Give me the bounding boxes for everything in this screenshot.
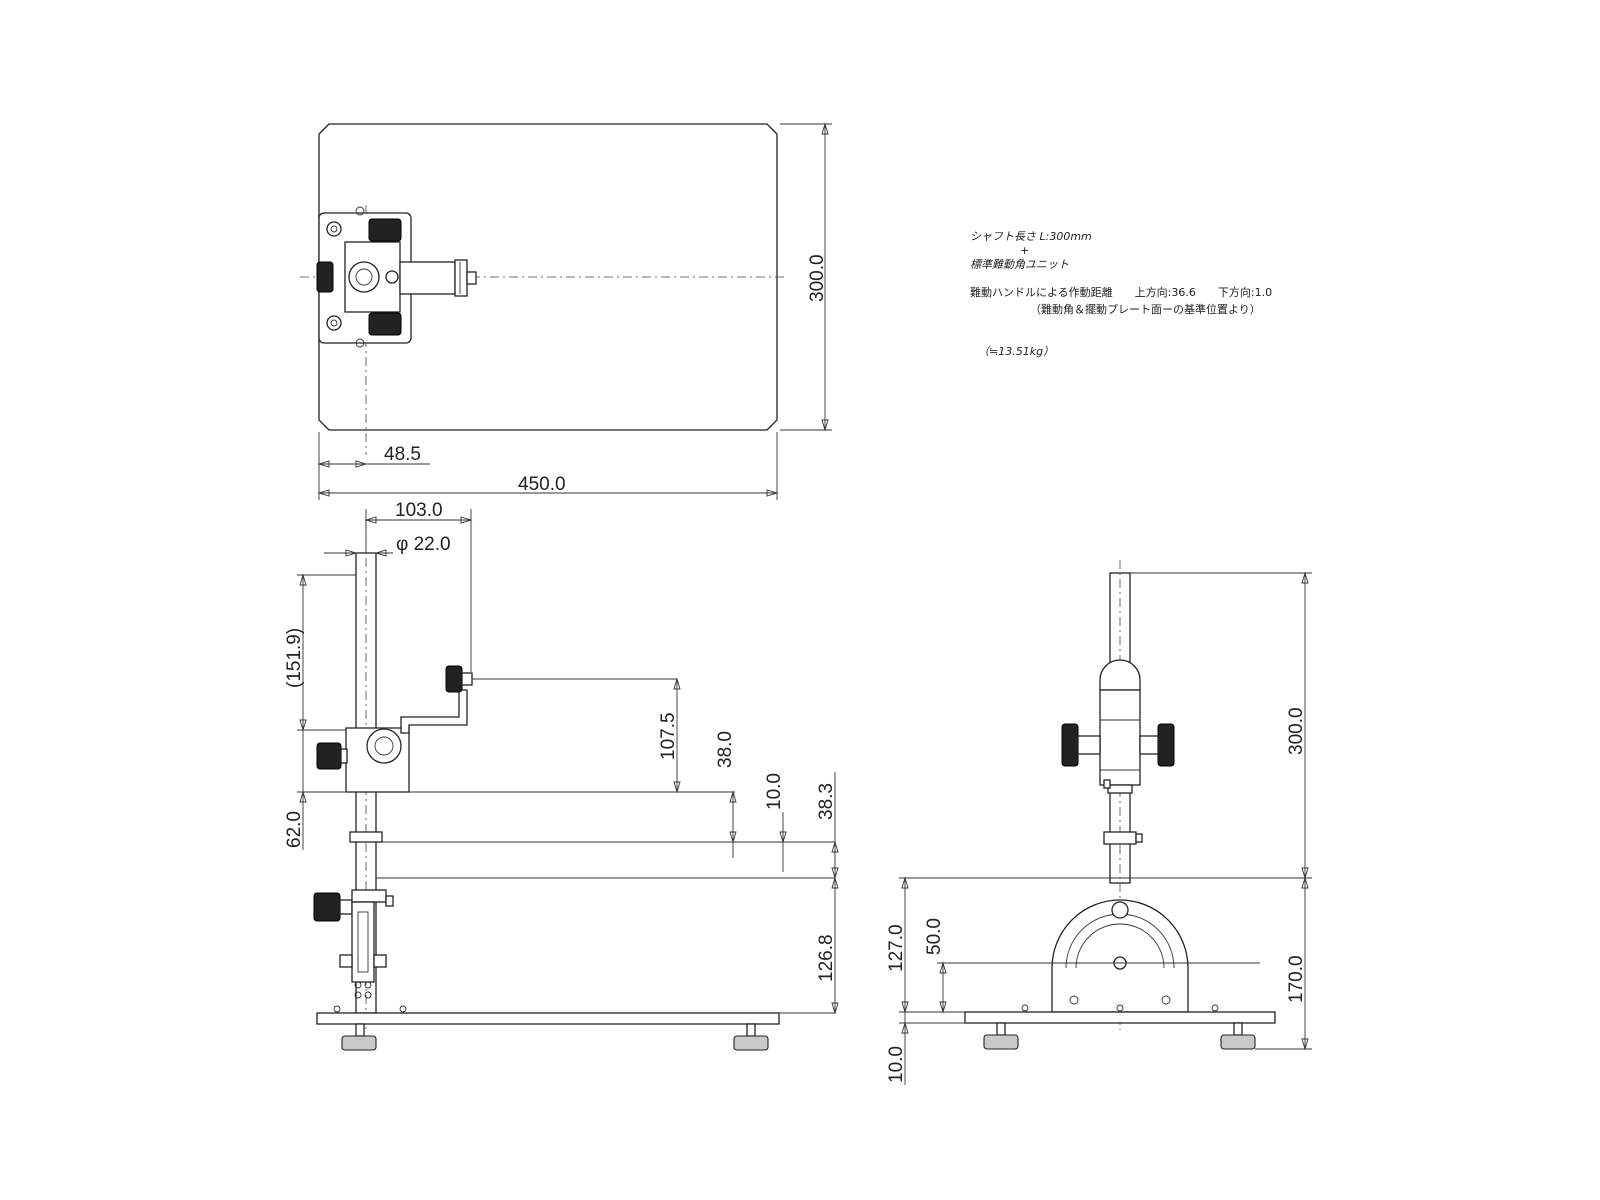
upper-clamp-hub — [366, 728, 402, 764]
dim-10-side: 10.0 — [886, 1046, 907, 1083]
left-knob — [1061, 723, 1079, 767]
base-plate — [316, 1012, 780, 1025]
bolt — [355, 338, 365, 348]
arm-tube — [399, 261, 456, 295]
side-base-plate — [964, 1011, 1276, 1024]
dim-151-9: (151.9) — [284, 628, 305, 688]
dim-127: 127.0 — [886, 924, 907, 972]
side-view: 300.0 170.0 127.0 50.0 10.0 — [886, 560, 1312, 1085]
arm-tip — [466, 271, 477, 285]
lower-bracket — [351, 901, 375, 983]
arch-frame — [1051, 899, 1189, 1013]
note-weight: （≒13.51kg） — [978, 345, 1054, 358]
right-knob — [1157, 723, 1175, 767]
pivot-bolt — [1111, 901, 1129, 919]
dim-103: 103.0 — [395, 500, 443, 521]
carriage-body — [1099, 689, 1141, 786]
side-foot — [1220, 1034, 1256, 1050]
note-reference: （難動角＆擺動プレート面ーの基準位置より） — [1030, 302, 1261, 316]
top-view: 450.0 48.5 300.0 — [300, 122, 832, 500]
front-view: 103.0 φ 22.0 (151.9) 62.0 107.5 38.0 — [284, 500, 839, 1051]
foot — [733, 1035, 769, 1051]
side-knob — [316, 261, 334, 293]
collar — [349, 831, 383, 843]
notes-block: シャフト長さ L:300mm + 標準難動角ユニット 難動ハンドルによる作動距離… — [970, 230, 1272, 358]
foot — [341, 1035, 377, 1051]
dim-450: 450.0 — [518, 474, 566, 495]
dim-10-0: 10.0 — [764, 773, 785, 810]
lower-clamp-body — [351, 889, 387, 903]
arm-knob — [445, 665, 463, 693]
note-working-distance: 難動ハンドルによる作動距離 上方向:36.6 下方向:1.0 — [970, 285, 1272, 299]
dim-126-8: 126.8 — [816, 934, 837, 982]
side-foot — [983, 1034, 1019, 1050]
mount-screw — [330, 225, 338, 233]
arm-bracket — [400, 689, 468, 734]
dim-38-3: 38.3 — [816, 783, 837, 820]
dim-38-0: 38.0 — [715, 731, 736, 768]
lower-clamp-knob — [313, 892, 341, 922]
mount-screw — [326, 315, 342, 331]
side-collar — [1103, 831, 1137, 845]
upper-knob — [368, 218, 402, 242]
dim-50: 50.0 — [924, 918, 945, 955]
mount-screw — [326, 221, 342, 237]
dim-62: 62.0 — [284, 811, 305, 848]
note-unit: 標準難動角ユニット — [970, 258, 1069, 271]
bolt — [355, 206, 365, 216]
dim-48-5: 48.5 — [384, 444, 421, 465]
dim-300-side: 300.0 — [1286, 707, 1307, 755]
lower-knob — [368, 312, 402, 336]
shaft-section — [348, 261, 380, 293]
set-screw — [385, 270, 399, 284]
dim-phi-22: φ 22.0 — [396, 534, 451, 555]
dim-170: 170.0 — [1286, 955, 1307, 1003]
note-plus: + — [1020, 244, 1029, 257]
dim-300-top: 300.0 — [807, 254, 828, 302]
mount-screw — [330, 319, 338, 327]
side-knob — [316, 742, 342, 770]
note-shaft-length: シャフト長さ L:300mm — [970, 230, 1092, 243]
carriage-top — [1099, 659, 1141, 691]
dim-107-5: 107.5 — [658, 712, 679, 760]
arm-end-cap — [454, 259, 468, 297]
